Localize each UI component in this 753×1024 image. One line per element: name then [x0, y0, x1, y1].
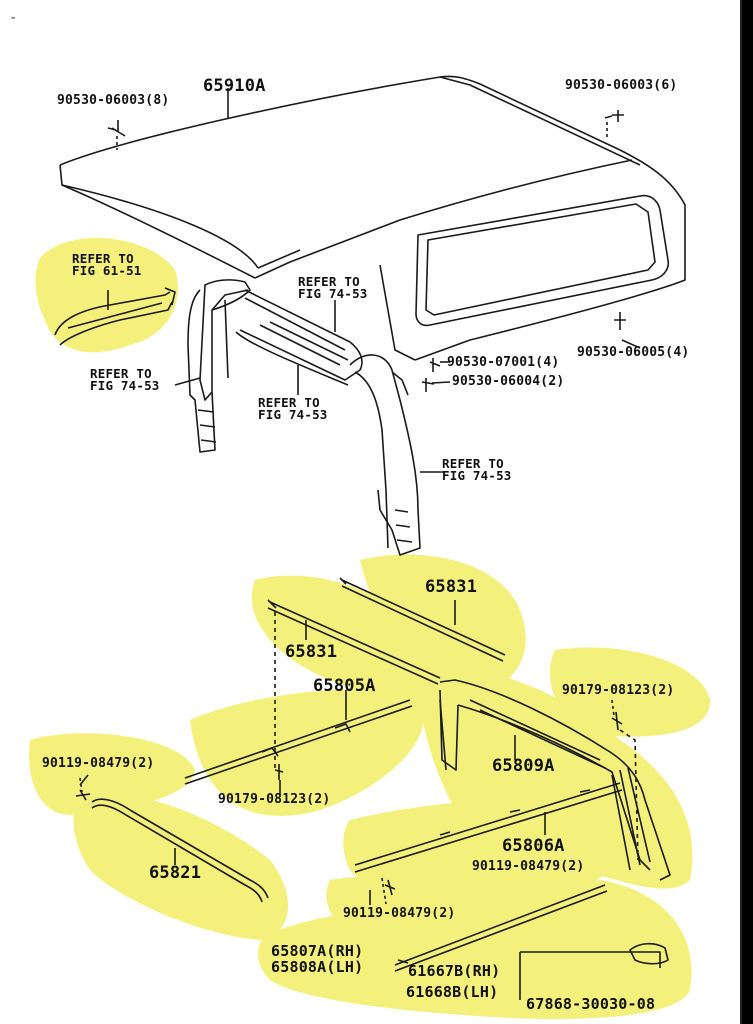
- refer-label-mid: REFER TO FIG 74-53: [258, 395, 328, 422]
- rail-label-lh: 65808A(LH): [271, 958, 364, 976]
- bolt-label-07001: 90530-07001(4): [447, 355, 560, 370]
- rail-label-rh: 65807A(RH): [271, 942, 364, 960]
- seal-label-lh: 61668B(LH): [406, 983, 499, 1001]
- nut-label-right: 90179-08123(2): [562, 683, 675, 698]
- nut-label-mid: 90179-08123(2): [218, 792, 331, 807]
- part-label-65821: 65821: [149, 863, 202, 883]
- part-label-65805A: 65805A: [313, 676, 376, 696]
- refer-label-61-51: REFER TO FIG 61-51: [72, 251, 142, 278]
- refer-label-top: REFER TO FIG 74-53: [298, 274, 368, 301]
- bolt-label-08479-bottom: 90119-08479(2): [343, 906, 456, 921]
- part-label-65831-left: 65831: [285, 642, 338, 662]
- refer-label-right: REFER TO FIG 74-53: [442, 456, 512, 483]
- bolt-label-right-top: 90530-06003(6): [565, 78, 678, 93]
- part-label-65809A: 65809A: [492, 756, 555, 776]
- bolt-label-08479-left: 90119-08479(2): [42, 756, 155, 771]
- shell-part-number: 65910A: [203, 76, 266, 96]
- seal-label-rh: 61667B(RH): [408, 962, 501, 980]
- corner-mark: -: [9, 10, 18, 26]
- bolt-label-left-top: 90530-06003(8): [57, 93, 170, 108]
- clip-label: 67868-30030-08: [526, 995, 656, 1013]
- bolt-label-06004: 90530-06004(2): [452, 374, 565, 389]
- part-label-65806A: 65806A: [502, 836, 565, 856]
- bolt-label-08479-right: 90119-08479(2): [472, 859, 585, 874]
- refer-label-left: REFER TO FIG 74-53: [90, 366, 160, 393]
- bolt-label-06005: 90530-06005(4): [577, 345, 690, 360]
- part-label-65831-top: 65831: [425, 577, 478, 597]
- linework: [54, 75, 686, 1000]
